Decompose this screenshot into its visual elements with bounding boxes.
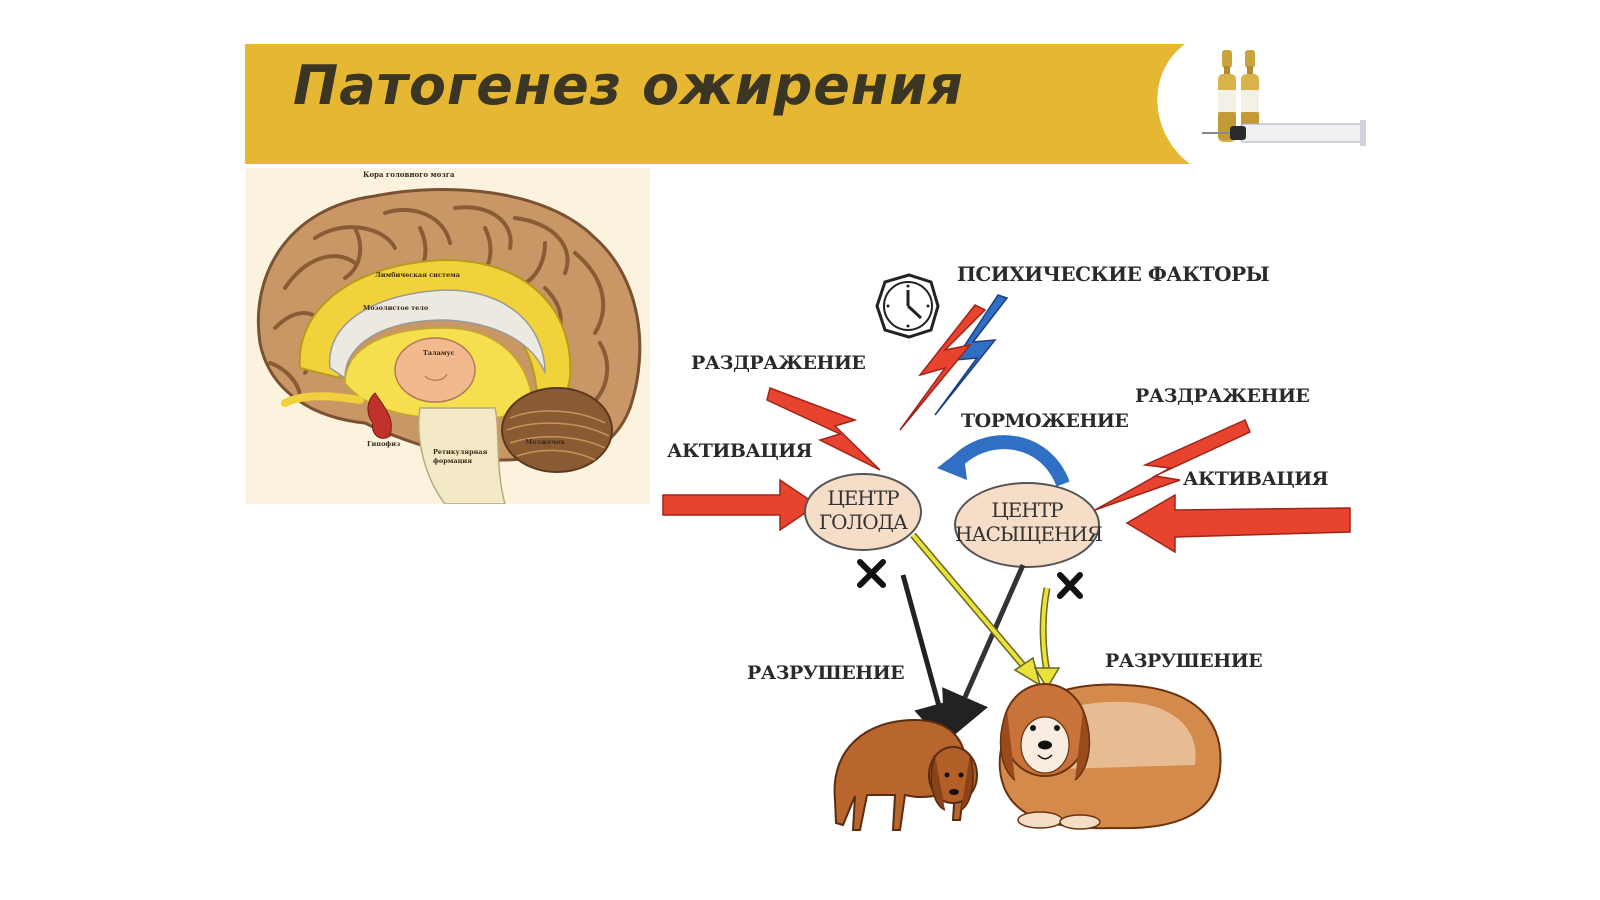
label-psychic-factors: ПСИХИЧЕСКИЕ ФАКТОРЫ — [957, 262, 1270, 286]
thin-dog-icon — [833, 718, 978, 831]
slide-title: Патогенез ожирения — [293, 54, 964, 117]
header-banner: Патогенез ожирения — [245, 44, 1370, 164]
label-activation-right: АКТИВАЦИЯ — [1183, 468, 1328, 490]
brain-label-cortex: Кора головного мозга — [363, 170, 455, 179]
label-destruction-left: РАЗРУШЕНИЕ — [747, 662, 905, 684]
hunger-center-line1: ЦЕНТР — [827, 486, 899, 510]
fat-dog-icon — [998, 683, 1222, 830]
brain-label-hypophysis: Гипофиз — [367, 440, 401, 448]
brain-drawing — [256, 187, 642, 505]
hunger-center-line2: ГОЛОДА — [818, 510, 908, 534]
hunger-center: ЦЕНТР ГОЛОДА — [815, 486, 911, 534]
label-inhibition: ТОРМОЖЕНИЕ — [961, 410, 1129, 432]
brain-label-reticular: Ретикулярная формация — [433, 448, 488, 465]
label-activation-left: АКТИВАЦИЯ — [667, 440, 812, 462]
brain-label-corpus-callosum: Мозолистое тело — [363, 304, 429, 312]
brain-label-cerebellum: Мозжечок — [525, 438, 566, 446]
label-irritation-right: РАЗДРАЖЕНИЕ — [1135, 385, 1310, 407]
label-destruction-right: РАЗРУШЕНИЕ — [1105, 650, 1263, 672]
brain-illustration: Кора головного мозга Лимбическая система… — [245, 168, 650, 505]
ampoule-syringe-icon — [1202, 50, 1366, 146]
label-irritation-left: РАЗДРАЖЕНИЕ — [691, 352, 866, 374]
brain-label-limbic: Лимбическая система — [375, 271, 460, 279]
brain-label-thalamus: Таламус — [423, 349, 455, 357]
satiety-center-line2: НАСЫЩЕНИЯ — [955, 522, 1103, 546]
satiety-center-line1: ЦЕНТР — [991, 498, 1063, 522]
hunger-satiety-diagram: ПСИХИЧЕСКИЕ ФАКТОРЫ РАЗДРАЖЕНИЕ РАЗДРАЖЕ… — [655, 240, 1355, 870]
diagram-graphics — [662, 273, 1351, 831]
satiety-center: ЦЕНТР НАСЫЩЕНИЯ — [955, 498, 1103, 546]
clock-icon — [875, 273, 940, 339]
